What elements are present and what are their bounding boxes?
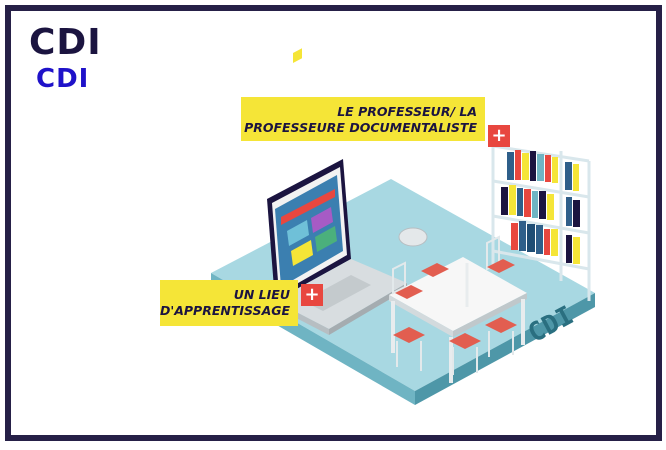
mouse [398, 227, 428, 247]
callout-professeur-text: LE PROFESSEUR/ LA PROFESSEURE DOCUMENTAL… [244, 104, 477, 135]
chairs [392, 235, 517, 375]
plus-icon[interactable]: + [488, 125, 510, 147]
table [389, 257, 527, 383]
callout-lieu: UN LIEU D'APPRENTISSAGE [160, 280, 298, 326]
cdi-room-illustration: CDI [211, 48, 595, 405]
callout-lieu-text: UN LIEU D'APPRENTISSAGE [160, 287, 291, 318]
plus-icon[interactable]: + [301, 284, 323, 306]
bookshelf [491, 144, 591, 301]
logo-cdi-dark: CDI [29, 22, 102, 63]
callout-professeur: LE PROFESSEUR/ LA PROFESSEURE DOCUMENTAL… [241, 97, 485, 141]
frame: CDI CDI CDI [5, 5, 662, 441]
logo-cdi-blue: CDI [36, 64, 90, 94]
